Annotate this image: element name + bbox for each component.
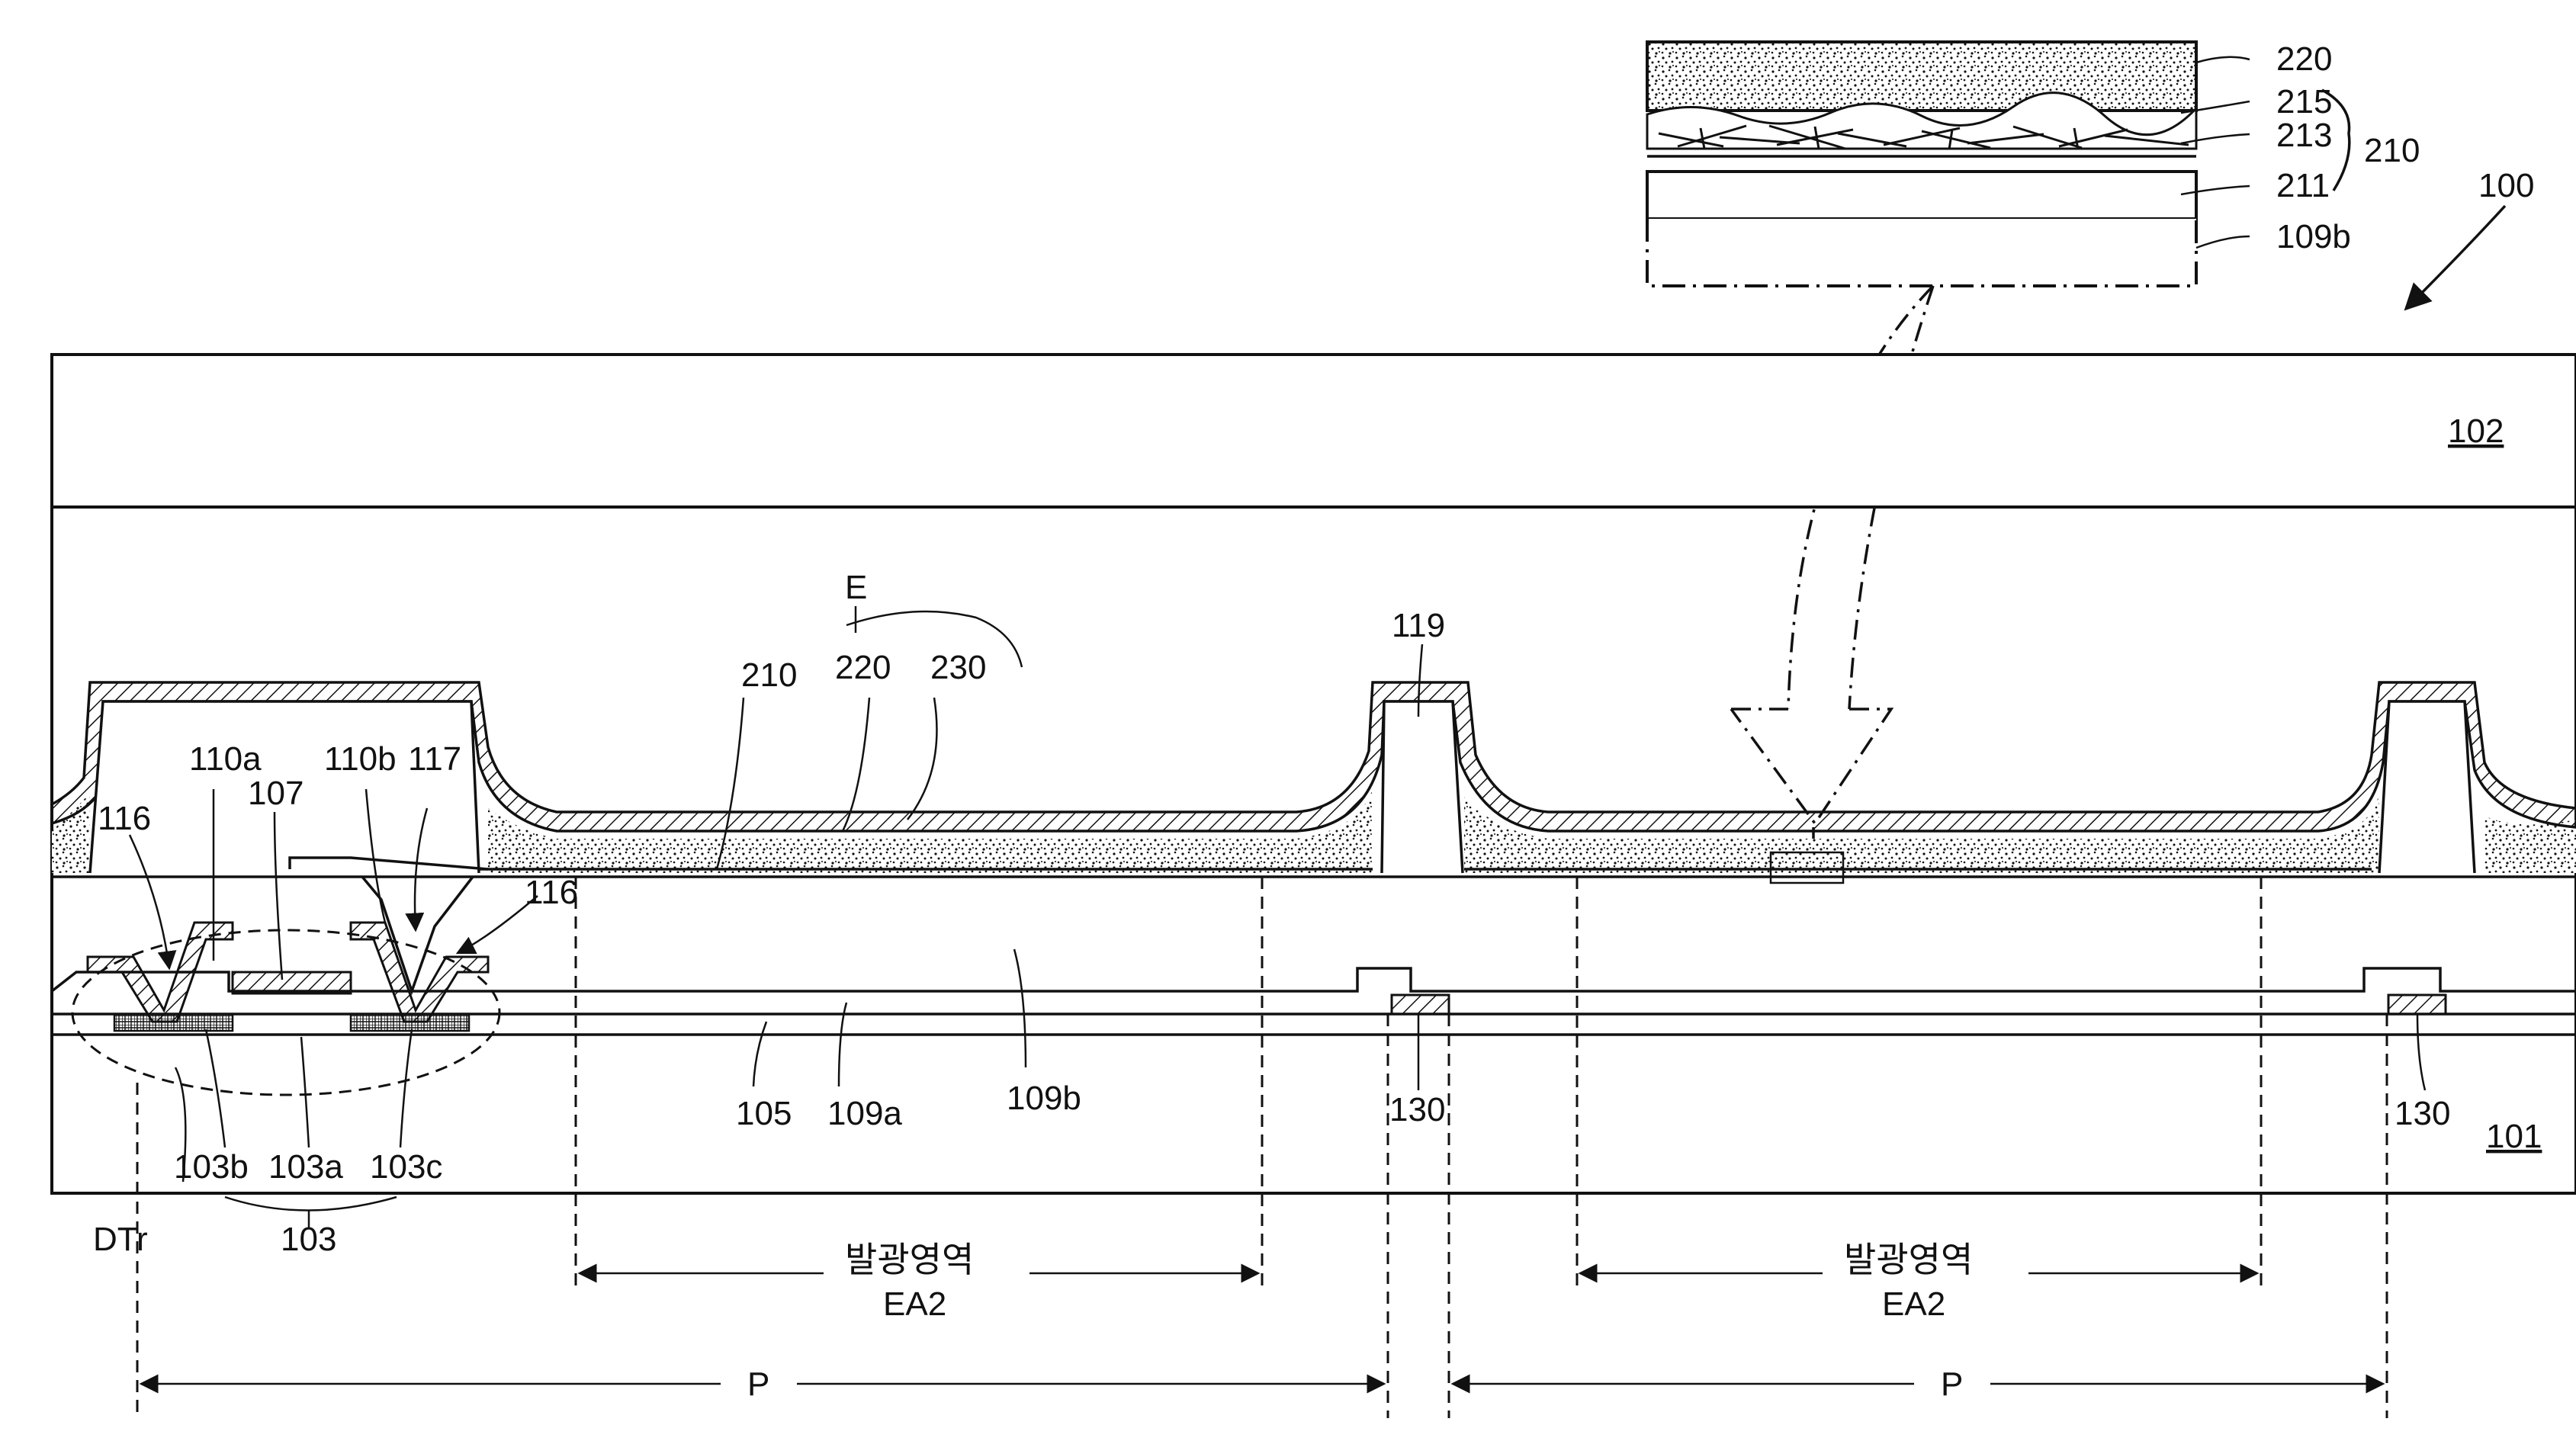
label-130-mid: 130	[1389, 1091, 1445, 1128]
label-210: 210	[741, 656, 797, 694]
inset-label-215: 215	[2276, 83, 2332, 120]
inset-label-211: 211	[2276, 167, 2330, 204]
label-emission-area-left-ko: 발광영역	[845, 1239, 974, 1280]
label-102: 102	[2448, 412, 2504, 450]
inset-layer-211	[1647, 172, 2196, 219]
bank-right	[2379, 701, 2475, 873]
gate-107	[233, 972, 351, 993]
label-110b: 110b	[324, 740, 397, 778]
inset-label-210: 210	[2364, 132, 2420, 169]
inset-layer-220	[1647, 42, 2196, 111]
label-109b: 109b	[1007, 1080, 1081, 1117]
label-103a: 103a	[268, 1148, 343, 1186]
inset-label-109b: 109b	[2276, 218, 2351, 255]
label-110a: 110a	[189, 740, 262, 778]
label-103b: 103b	[174, 1148, 249, 1186]
inset-detail: 220 215 213 211 109b 210	[1647, 40, 2420, 286]
label-130-right: 130	[2395, 1095, 2450, 1132]
line-130-right	[2388, 995, 2446, 1014]
inset-layer-109b	[1647, 219, 2196, 286]
label-P-right: P	[1941, 1366, 1963, 1403]
inset-label-220: 220	[2276, 40, 2332, 78]
label-emission-area-right-ko: 발광영역	[1844, 1239, 1973, 1280]
line-130-mid	[1392, 995, 1449, 1014]
driving-transistor	[72, 877, 499, 1095]
label-emission-area-left-en: EA2	[883, 1285, 946, 1323]
label-105: 105	[736, 1095, 792, 1132]
label-DTr: DTr	[93, 1221, 148, 1258]
label-116-left: 116	[98, 800, 151, 837]
label-103: 103	[281, 1221, 336, 1258]
label-230: 230	[930, 649, 986, 686]
label-109a: 109a	[827, 1095, 902, 1132]
label-100: 100	[2478, 167, 2534, 204]
label-103c: 103c	[370, 1148, 442, 1186]
top-substrate	[52, 355, 2576, 507]
label-emission-area-right-en: EA2	[1882, 1285, 1945, 1323]
bank-119	[1382, 701, 1463, 873]
inset-label-213: 213	[2276, 117, 2332, 154]
label-116-right: 116	[525, 874, 578, 911]
label-P-left: P	[747, 1366, 769, 1403]
label-101: 101	[2486, 1118, 2542, 1155]
label-220: 220	[835, 649, 891, 686]
label-107: 107	[248, 775, 304, 812]
label-117: 117	[408, 740, 461, 778]
label-119: 119	[1392, 607, 1445, 644]
label-E: E	[845, 569, 867, 606]
